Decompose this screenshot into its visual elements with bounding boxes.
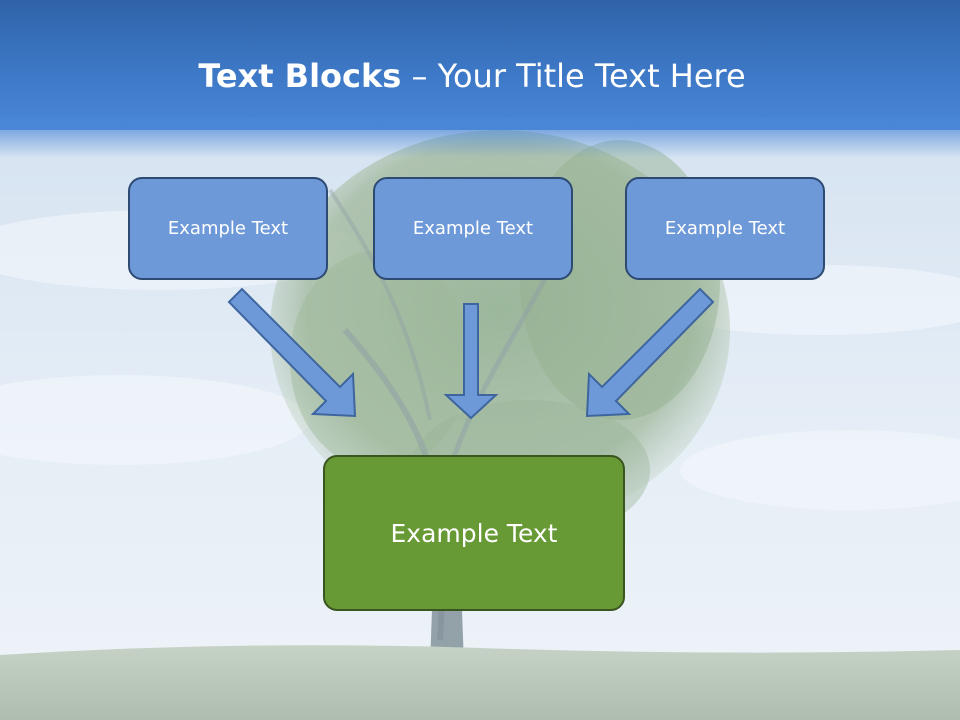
diagonal-arrow-left-icon xyxy=(227,287,357,418)
text-block-right-label: Example Text xyxy=(664,218,786,239)
text-block-left-label: Example Text xyxy=(167,218,289,239)
slide-title-separator: – xyxy=(411,57,428,95)
text-block-middle[interactable]: Example Text xyxy=(373,177,573,280)
target-text-block-label: Example Text xyxy=(390,518,558,548)
slide-title: Text Blocks – Your Title Text Here xyxy=(0,52,944,100)
target-text-block[interactable]: Example Text xyxy=(323,455,625,611)
text-block-left[interactable]: Example Text xyxy=(128,177,328,280)
text-block-right[interactable]: Example Text xyxy=(625,177,825,280)
text-block-middle-label: Example Text xyxy=(412,218,534,239)
title-bar-fade xyxy=(0,118,960,158)
down-arrow-icon xyxy=(443,303,499,420)
diagonal-arrow-right-icon xyxy=(585,287,715,418)
slide-title-bold: Text Blocks xyxy=(198,57,402,95)
slide-title-rest: Your Title Text Here xyxy=(437,57,746,95)
title-bar xyxy=(0,0,960,130)
